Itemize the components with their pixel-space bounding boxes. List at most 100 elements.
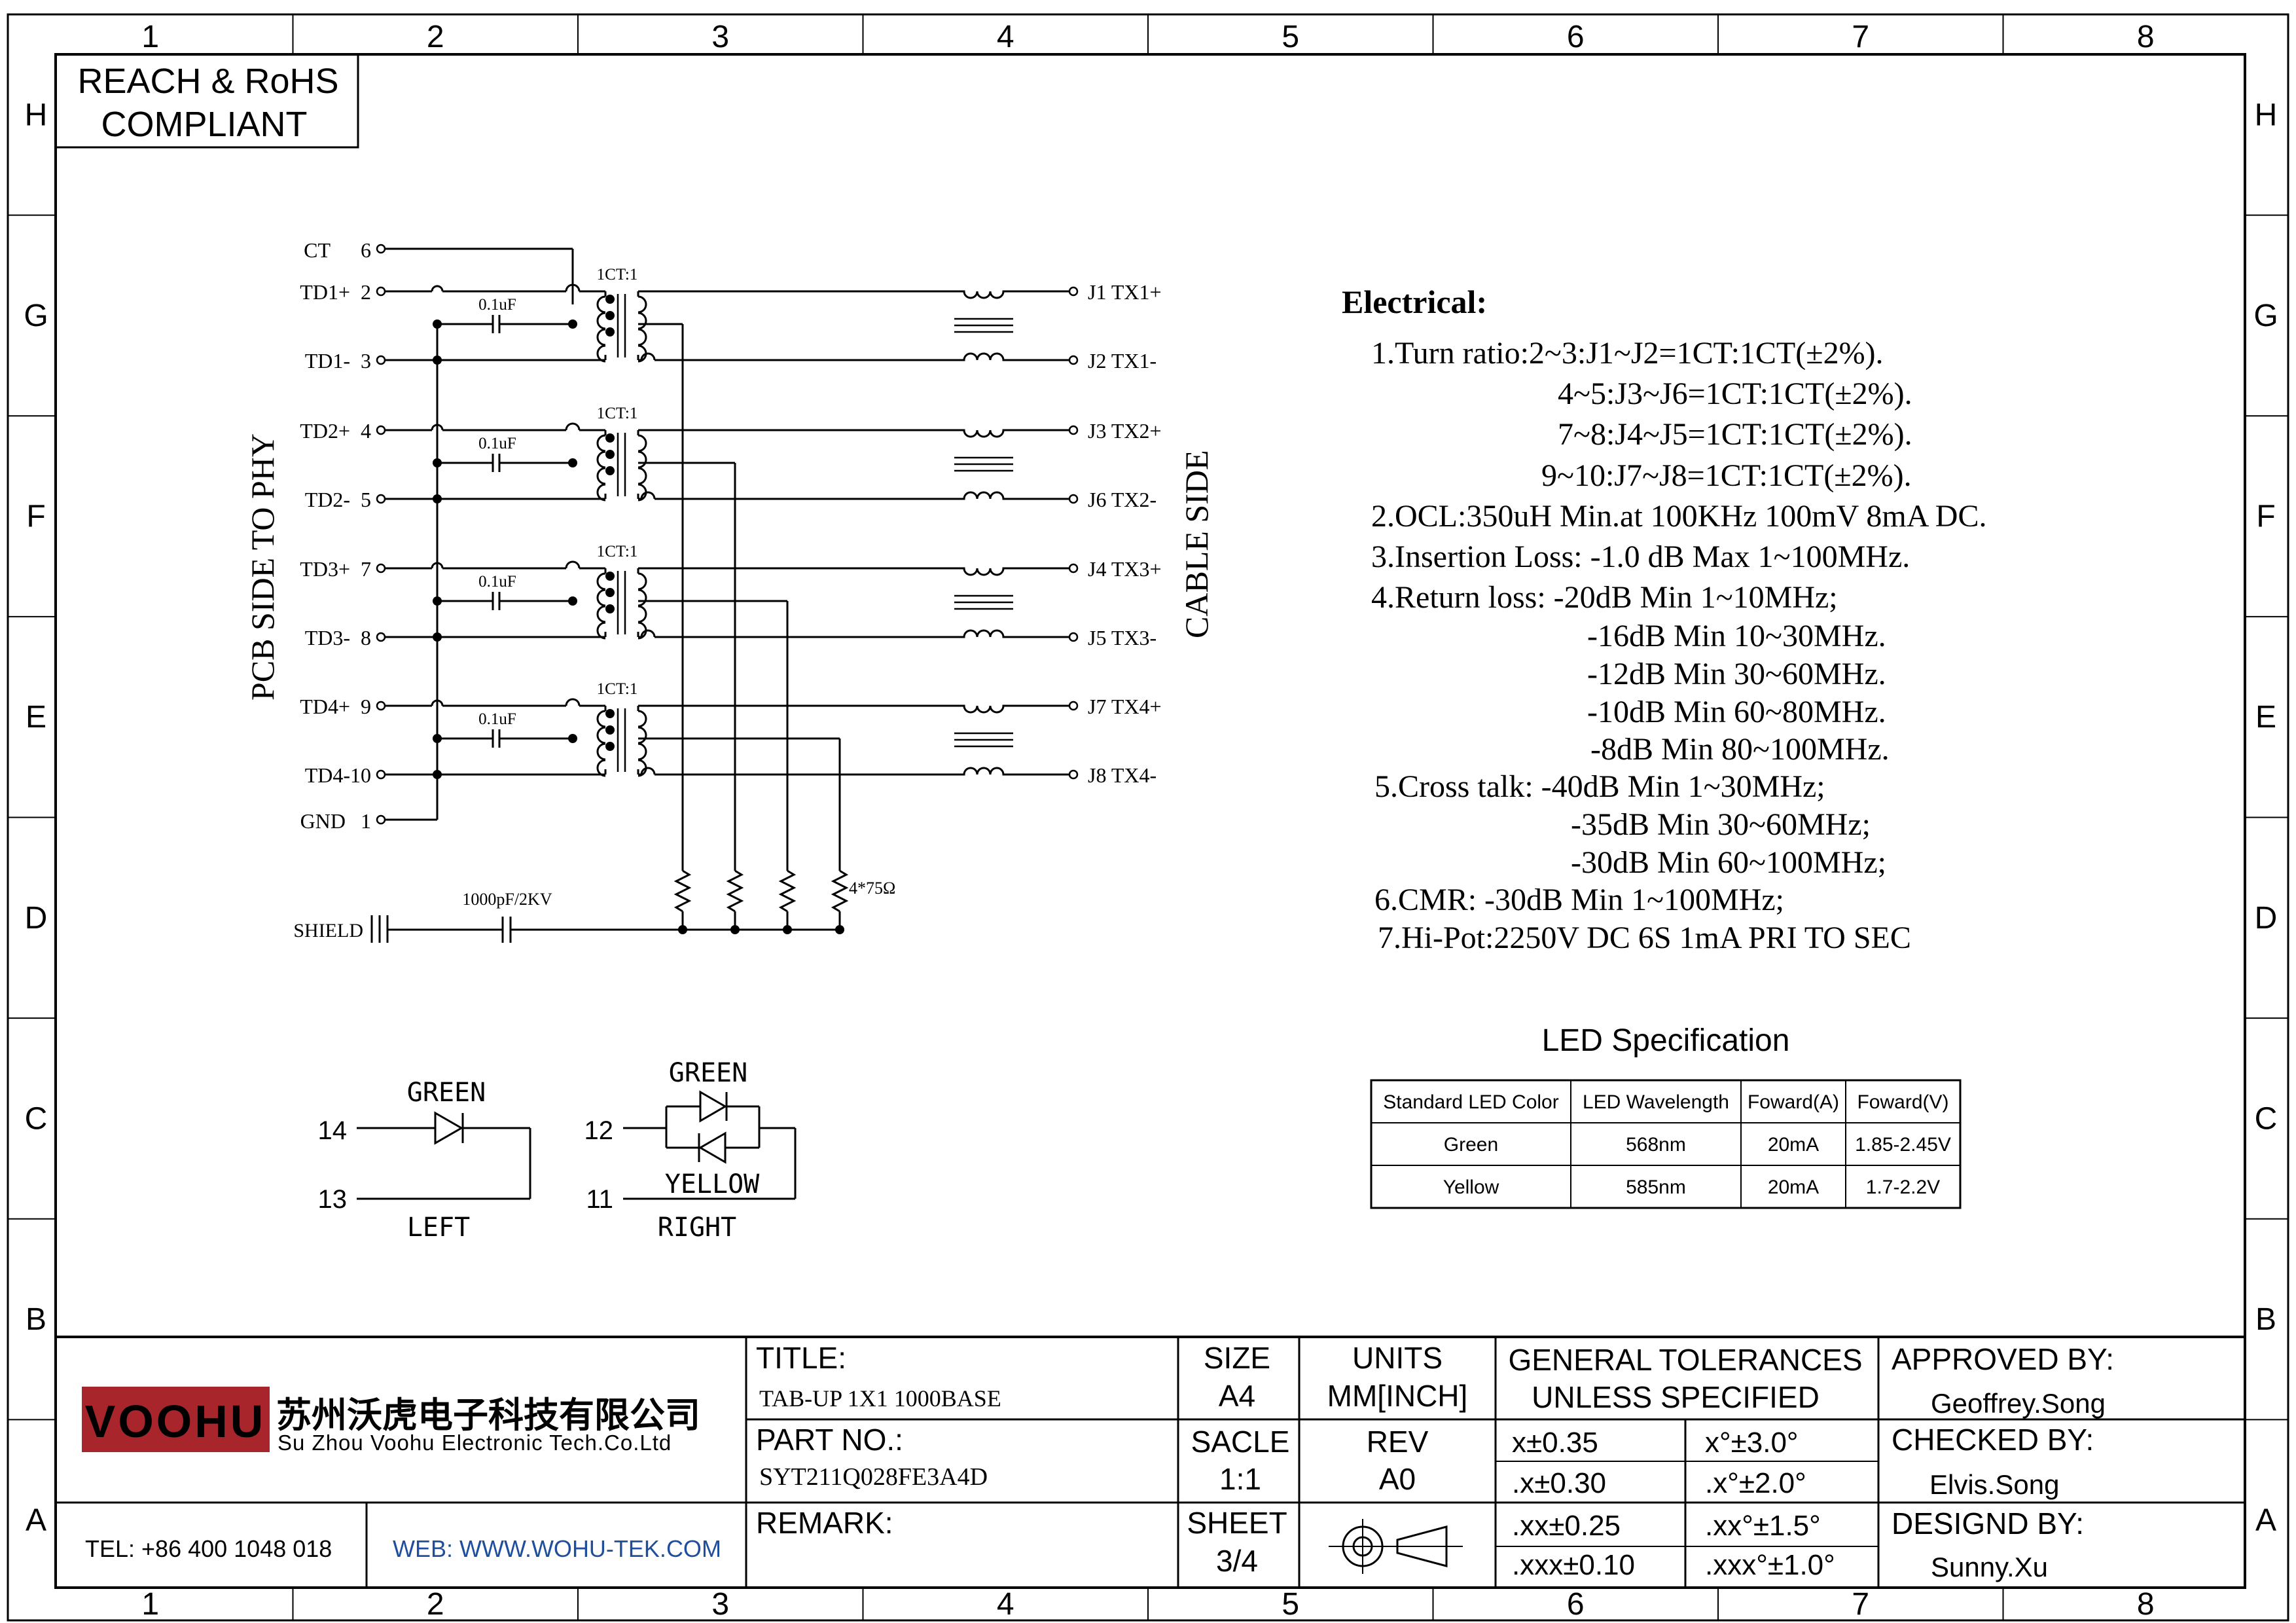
electrical-spec: Electrical:1.Turn ratio:2~3:J1~J2=1CT:1C…	[1342, 283, 1986, 955]
pin-terminal	[1068, 425, 1079, 435]
wire-hop	[431, 699, 444, 706]
choke-winding	[958, 629, 1010, 638]
junction-dot	[605, 588, 615, 597]
compliance-line1: REACH & RoHS	[77, 62, 338, 101]
electrical-line: -30dB Min 60~100MHz;	[1571, 845, 1886, 880]
left-led-pin-bottom: 13	[318, 1185, 348, 1214]
row-label-left: H	[25, 98, 48, 132]
pin-name: TD1+	[300, 280, 350, 304]
row-label-left: D	[25, 901, 48, 936]
wire-hop	[640, 629, 656, 638]
output-pin-label: J1 TX1+	[1088, 280, 1162, 304]
tolerance-linear: .xxx±0.10	[1512, 1549, 1635, 1581]
wire-hop	[431, 424, 444, 431]
outer-border	[7, 13, 2289, 1622]
secondary-winding	[637, 312, 647, 330]
table-cell: 20mA	[1768, 1134, 1819, 1156]
size-label: SIZE	[1204, 1341, 1270, 1375]
pin-terminal	[1068, 286, 1079, 297]
left-led-pin-top: 14	[318, 1116, 348, 1145]
shield-cap-value: 1000pF/2KV	[462, 890, 552, 909]
secondary-winding	[637, 605, 647, 623]
table-cell: 585nm	[1626, 1176, 1686, 1198]
pin-terminal	[1068, 701, 1079, 711]
right-led-caption: RIGHT	[658, 1213, 736, 1243]
junction-dot	[433, 770, 442, 779]
inner-border	[54, 53, 2246, 1589]
column-label-bottom: 1	[141, 1587, 159, 1622]
primary-winding	[596, 295, 606, 314]
rev-label: REV	[1367, 1425, 1429, 1459]
tolerance-linear: x±0.35	[1512, 1427, 1598, 1459]
primary-winding	[596, 710, 606, 728]
electrical-line: 2.OCL:350uH Min.at 100KHz 100mV 8mA DC.	[1371, 499, 1986, 534]
wire-hop	[565, 283, 581, 292]
electrical-line: -12dB Min 30~60MHz.	[1587, 657, 1886, 691]
row-label-left: G	[24, 299, 48, 333]
tolerance-angular: .x°±2.0°	[1705, 1467, 1806, 1499]
scale-label: SACLE	[1191, 1425, 1290, 1459]
primary-winding	[596, 742, 606, 761]
pin-name: TD2+	[300, 419, 350, 443]
pin-terminal	[376, 244, 386, 254]
column-label-top: 6	[1567, 20, 1585, 54]
termination-resistor	[673, 869, 692, 913]
secondary-winding	[637, 328, 647, 346]
row-label-right: A	[2255, 1503, 2276, 1538]
capacitor-value: 0.1uF	[478, 435, 516, 452]
pin-name: TD4+	[300, 695, 350, 718]
company-name-cn: 苏州沃虎电子科技有限公司	[276, 1396, 700, 1435]
row-label-right: C	[2255, 1101, 2278, 1136]
table-header-cell: Foward(A)	[1748, 1091, 1839, 1113]
part-no-value: SYT211Q028FE3A4D	[759, 1463, 988, 1491]
column-label-bottom: 4	[997, 1587, 1014, 1622]
junction-dot	[605, 295, 615, 304]
ct-pin-name: CT	[304, 238, 331, 262]
checked-by-value: Elvis.Song	[1929, 1469, 2059, 1500]
projection-cone	[1396, 1525, 1448, 1567]
output-pin-label: J2 TX1-	[1088, 349, 1157, 373]
junction-dot	[605, 433, 615, 443]
wire-hop	[565, 560, 581, 569]
termination-resistor	[778, 869, 797, 913]
electrical-line: -35dB Min 30~60MHz;	[1571, 807, 1871, 842]
gnd-pin-name: GND	[300, 809, 346, 833]
right-led-color-top: GREEN	[669, 1058, 747, 1088]
row-label-right: B	[2255, 1302, 2276, 1337]
column-label-top: 4	[997, 20, 1014, 54]
led-spec-table: Standard LED Color LED Wavelength Foward(A…	[1370, 1079, 1962, 1209]
part-no-label: PART NO.:	[756, 1423, 903, 1457]
table-cell: 568nm	[1626, 1134, 1686, 1156]
led-green-symbol	[434, 1111, 464, 1145]
junction-dot	[605, 604, 615, 613]
choke-winding	[958, 767, 1010, 776]
approved-by-label: APPROVED BY:	[1892, 1342, 2114, 1376]
tolerance-angular: x°±3.0°	[1705, 1427, 1799, 1459]
common-mode-choke	[954, 429, 1013, 500]
primary-winding	[596, 467, 606, 485]
electrical-line: 3.Insertion Loss: -1.0 dB Max 1~100MHz.	[1371, 539, 1910, 574]
secondary-winding	[637, 710, 647, 728]
table-header-cell: LED Wavelength	[1583, 1091, 1729, 1113]
table-header-cell: Standard LED Color	[1383, 1091, 1558, 1113]
secondary-winding	[637, 742, 647, 761]
termination-resistor	[726, 869, 744, 913]
company-web: WEB: WWW.WOHU-TEK.COM	[393, 1535, 721, 1562]
table-cell: Yellow	[1443, 1176, 1499, 1198]
junction-dot	[433, 319, 442, 329]
shield-label: SHIELD	[293, 920, 363, 941]
junction-dot	[433, 356, 442, 365]
size-value: A4	[1219, 1379, 1255, 1413]
electrical-line: -16dB Min 10~30MHz.	[1587, 619, 1886, 653]
rev-value: A0	[1379, 1462, 1416, 1496]
company-name-en: Su Zhou Voohu Electronic Tech.Co.Ltd	[278, 1431, 672, 1455]
junction-dot	[433, 632, 442, 642]
column-label-bottom: 7	[1852, 1587, 1869, 1622]
electrical-line: 9~10:J7~J8=1CT:1CT(±2%).	[1541, 458, 1912, 493]
table-cell: 1.85-2.45V	[1855, 1134, 1951, 1156]
junction-dot	[433, 494, 442, 503]
junction-dot	[605, 311, 615, 320]
